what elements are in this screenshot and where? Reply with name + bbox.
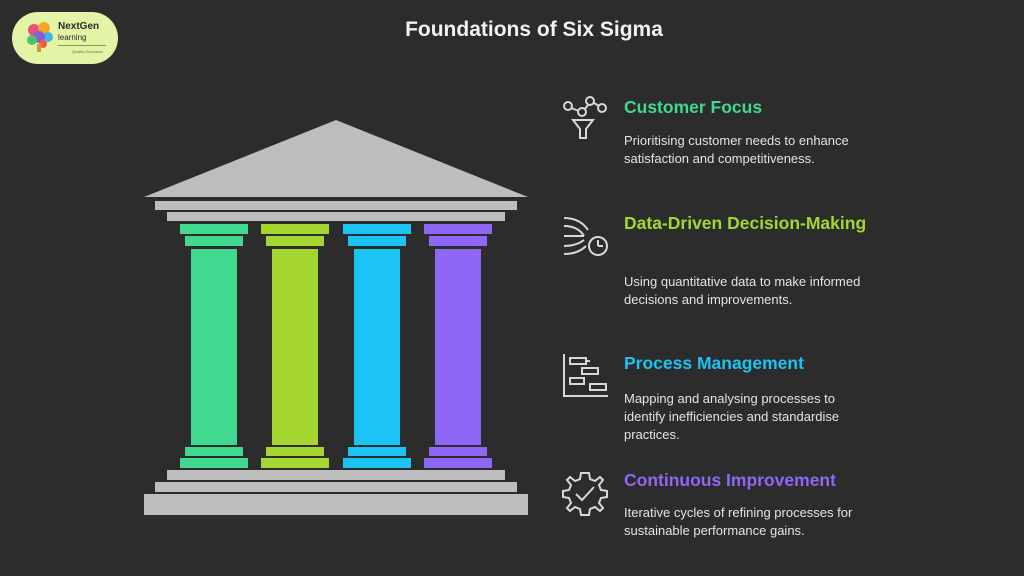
pillar-lime-base-top [266, 447, 324, 456]
logo-divider [58, 45, 106, 46]
gear-check-icon [562, 472, 608, 516]
pillar-purple-base-top [429, 447, 487, 456]
item-description: Prioritising customer needs to enhance s… [624, 133, 849, 166]
temple-step-2 [155, 482, 517, 492]
logo-subtitle: learning [58, 33, 87, 42]
pillar-lime-shaft [272, 249, 318, 445]
pillar-lime-base-bottom [261, 458, 329, 468]
pillar-purple-shaft [435, 249, 481, 445]
logo-brand: NextGen [58, 21, 100, 32]
pillar-green-base-top [185, 447, 243, 456]
pillar-green-base-bottom [180, 458, 248, 468]
pillar-blue-capital-top [343, 224, 411, 234]
temple-step-3 [144, 494, 528, 515]
funnel-network-icon [563, 96, 607, 139]
temple-roof [144, 120, 528, 197]
pillar-blue-base-top [348, 447, 406, 456]
data-stream-clock-icon [563, 217, 608, 256]
pillar-lime-capital-bottom [266, 236, 324, 246]
pillar-green-shaft [191, 249, 237, 445]
item-title: Data-Driven Decision-Making [624, 213, 867, 233]
pillar-purple-capital-top [424, 224, 492, 234]
page-title: Foundations of Six Sigma [405, 18, 663, 41]
pillar-blue-capital-bottom [348, 236, 406, 246]
item-title: Continuous Improvement [624, 470, 836, 490]
brain-logo-icon [27, 22, 53, 52]
pillar-purple-base-bottom [424, 458, 492, 468]
pillar-lime-capital-top [261, 224, 329, 234]
pillar-blue-base-bottom [343, 458, 411, 468]
item-title: Customer Focus [624, 97, 763, 117]
item-description: Iterative cycles of refining processes f… [624, 505, 853, 538]
pillar-green-capital-bottom [185, 236, 243, 246]
item-description: Mapping and analysing processes to ident… [624, 391, 840, 442]
logo: NextGen learning Quality Education [12, 12, 118, 64]
item-title: Process Management [624, 353, 804, 373]
gantt-chart-icon [563, 354, 608, 397]
temple-illustration [144, 120, 528, 515]
temple-entablature-2 [167, 212, 505, 221]
temple-entablature-1 [155, 201, 517, 210]
pillar-blue-shaft [354, 249, 400, 445]
temple-step-1 [167, 470, 505, 480]
pillar-purple-capital-bottom [429, 236, 487, 246]
item-description: Using quantitative data to make informed… [624, 274, 861, 307]
logo-tagline: Quality Education [72, 49, 104, 54]
pillar-green-capital-top [180, 224, 248, 234]
